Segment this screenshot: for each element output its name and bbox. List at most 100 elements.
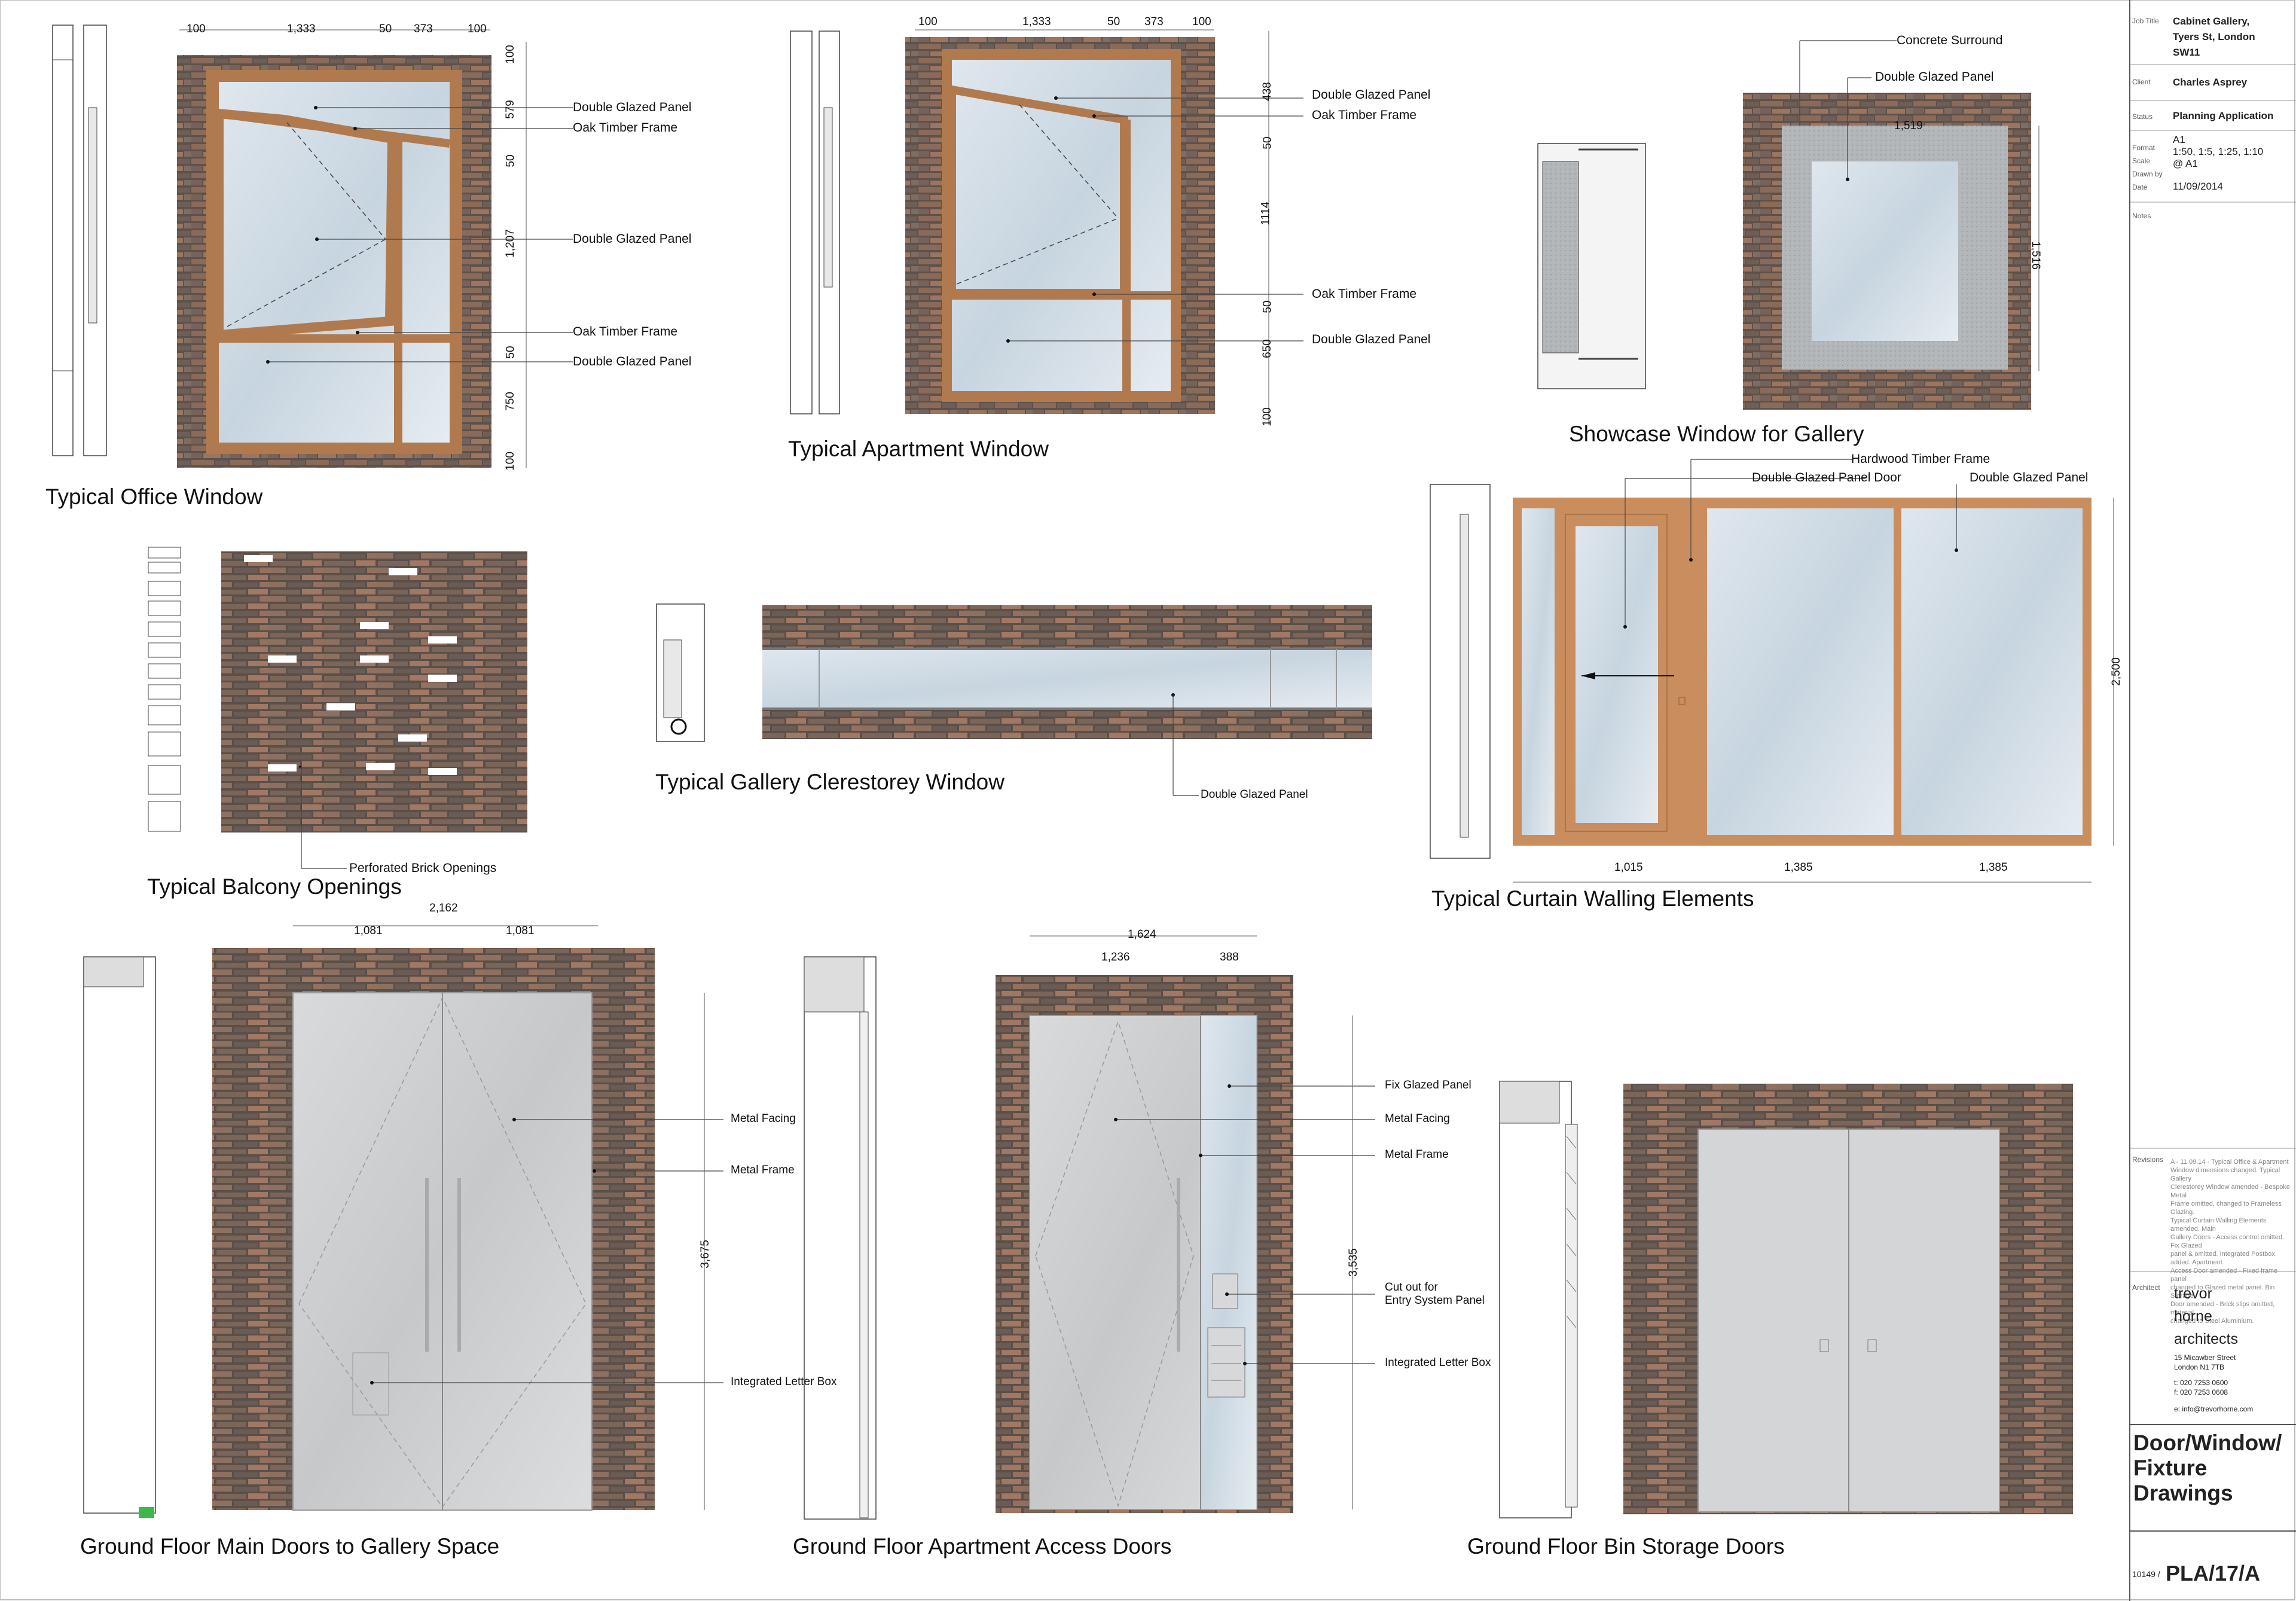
main-doors-dim-split-0: 1,081 [354, 925, 383, 937]
tb-phone: t: 020 7253 0600 f: 020 7253 0608 [2174, 1378, 2228, 1397]
showcase-window-drawing [1537, 40, 2039, 410]
tb-phone-line: t: 020 7253 0600 [2174, 1379, 2228, 1387]
tb-revision-line: changed to Glazed metal panel. Bin Stora… [2170, 1284, 2275, 1300]
tb-phone-line: f: 020 7253 0608 [2174, 1388, 2228, 1396]
main-doors-label-metal-facing: Metal Facing [731, 1112, 796, 1125]
showcase-label-concrete: Concrete Surround [1897, 33, 2003, 47]
office-dim-side-5: 750 [503, 392, 517, 411]
balcony-label-perforated: Perforated Brick Openings [349, 861, 497, 875]
tb-architect-label: Architect [2132, 1283, 2160, 1292]
tb-notes-label: Notes [2132, 212, 2151, 220]
main-doors-dim-split-1: 1,081 [506, 925, 535, 937]
curtain-dim-w-1: 1,385 [1784, 861, 1813, 874]
tb-job-number: 10149 / [2132, 1569, 2160, 1579]
tb-architect-line: architects [2174, 1331, 2238, 1347]
office-dim-top-1: 1,333 [287, 23, 316, 35]
bin-doors-title: Ground Floor Bin Storage Doors [1467, 1534, 1785, 1559]
office-dim-side-1: 579 [503, 100, 517, 119]
apt-dim-top-3: 373 [1144, 16, 1164, 28]
office-dim-top-0: 100 [187, 23, 206, 35]
tb-date-label: Date [2132, 183, 2148, 191]
clerestorey-window-title: Typical Gallery Clerestorey Window [655, 770, 1004, 794]
office-label-oak-1: Oak Timber Frame [573, 121, 678, 135]
apartment-doors-drawing [804, 935, 1375, 1520]
tb-drawing-title-line: Drawings [2133, 1481, 2233, 1505]
main-doors-dim-total: 2,162 [429, 902, 458, 914]
office-dim-side-4: 50 [504, 346, 517, 359]
tb-scale-label: Scale [2132, 157, 2151, 165]
tb-drawing-title-line: Fixture [2133, 1456, 2208, 1480]
apt-dim-top-0: 100 [918, 16, 938, 28]
apt-doors-dim-split-0: 1,236 [1101, 951, 1130, 963]
office-dim-top-3: 373 [414, 23, 433, 35]
clerestorey-label-dgp: Double Glazed Panel [1201, 788, 1308, 801]
apt-doors-label-metal-facing: Metal Facing [1385, 1112, 1450, 1125]
apt-dim-side-3: 50 [1261, 300, 1274, 313]
apt-label-dgp-1: Double Glazed Panel [1312, 88, 1431, 102]
tb-revisions-label: Revisions [2132, 1155, 2164, 1164]
tb-job-title-1: Cabinet Gallery, [2173, 16, 2250, 27]
apartment-doors-title: Ground Floor Apartment Access Doors [793, 1534, 1172, 1559]
apt-label-dgp-2: Double Glazed Panel [1312, 333, 1431, 346]
tb-architect-logo: trevor horne architects [2174, 1282, 2238, 1350]
tb-scale-2: @ A1 [2173, 158, 2198, 169]
tb-address: 15 Micawber Street London N1 7TB [2174, 1353, 2236, 1372]
office-label-oak-2: Oak Timber Frame [573, 325, 678, 339]
tb-email: e: info@trevorhorne.com [2174, 1405, 2254, 1413]
tb-job-title-label: Job Title [2132, 17, 2159, 25]
curtain-label-hardwood: Hardwood Timber Frame [1851, 452, 1990, 466]
main-doors-label-metal-frame: Metal Frame [731, 1164, 795, 1176]
tb-drawing-title-line: Door/Window/ [2133, 1431, 2282, 1455]
tb-drawing-number: PLA/17/A [2166, 1561, 2261, 1585]
tb-revision-line: Clerestorey Window amended - Bespoke Met… [2170, 1184, 2290, 1199]
balcony-openings-drawing [148, 547, 527, 869]
main-doors-dim-height: 3,675 [698, 1240, 712, 1268]
tb-address-line: London N1 7TB [2174, 1363, 2225, 1371]
curtain-label-dgp: Double Glazed Panel [1970, 471, 2089, 484]
tb-revision-line: panel & omitted. Integrated Postbox adde… [2170, 1251, 2275, 1266]
tb-address-line: 15 Micawber Street [2174, 1353, 2236, 1362]
tb-drawn-label: Drawn by [2132, 170, 2163, 178]
office-label-dgp-1: Double Glazed Panel [573, 100, 692, 114]
tb-revision-line: Access Door amended - Fixed frame panel [2170, 1267, 2278, 1283]
tb-revision-line: Frame omitted, changed to Frameless Glaz… [2170, 1200, 2282, 1216]
tb-client-label: Client [2132, 78, 2151, 86]
office-dim-side-3: 1,207 [503, 229, 517, 258]
apt-label-oak-2: Oak Timber Frame [1312, 287, 1417, 301]
tb-job-title-2: Tyers St, London [2173, 31, 2255, 42]
curtain-dim-w-0: 1,015 [1614, 861, 1643, 874]
tb-architect-line: trevor [2174, 1285, 2212, 1302]
showcase-window-title: Showcase Window for Gallery [1569, 422, 1864, 446]
bin-doors-drawing [1499, 1081, 2073, 1518]
apt-doors-label-fix-glazed: Fix Glazed Panel [1385, 1079, 1471, 1091]
main-doors-label-letter-box: Integrated Letter Box [731, 1376, 837, 1388]
curtain-dim-w-2: 1,385 [1979, 861, 2008, 874]
showcase-dim-width: 1,519 [1894, 120, 1923, 132]
main-doors-title: Ground Floor Main Doors to Gallery Space [80, 1534, 500, 1559]
apt-doors-label-metal-frame: Metal Frame [1385, 1148, 1449, 1161]
tb-format: A1 [2173, 134, 2185, 145]
tb-architect-line: horne [2174, 1308, 2212, 1325]
apt-dim-side-4: 650 [1260, 339, 1274, 358]
apt-dim-top-1: 1,333 [1022, 16, 1051, 28]
apt-dim-side-0: 438 [1260, 82, 1274, 101]
office-dim-top-2: 50 [379, 23, 392, 35]
apartment-window-drawing [790, 29, 1303, 425]
apt-doors-label-cutout-2: Entry System Panel [1385, 1294, 1485, 1307]
showcase-dim-height: 1,516 [2029, 241, 2042, 270]
tb-revision-line: changed to Steel Aluminium. [2170, 1318, 2254, 1325]
curtain-label-dgp-door: Double Glazed Panel Door [1752, 471, 1901, 484]
clerestorey-window-drawing [656, 603, 1372, 796]
tb-revision-line: Typical Curtain Walling Elements amended… [2170, 1217, 2267, 1233]
tb-client: Charles Asprey [2173, 77, 2248, 88]
apt-doors-label-letter-box: Integrated Letter Box [1385, 1356, 1491, 1369]
tb-format-label: Format [2132, 144, 2155, 152]
tb-status: Planning Application [2173, 110, 2274, 121]
apt-label-oak-1: Oak Timber Frame [1312, 108, 1417, 122]
office-window-drawing [52, 25, 573, 468]
tb-date: 11/09/2014 [2173, 181, 2223, 192]
tb-revision-line: Door amended - Brick slips omitted, mate… [2170, 1301, 2275, 1316]
office-dim-top-4: 100 [468, 23, 487, 35]
office-window-title: Typical Office Window [45, 484, 263, 509]
apt-doors-dim-height: 3,535 [1347, 1248, 1360, 1277]
